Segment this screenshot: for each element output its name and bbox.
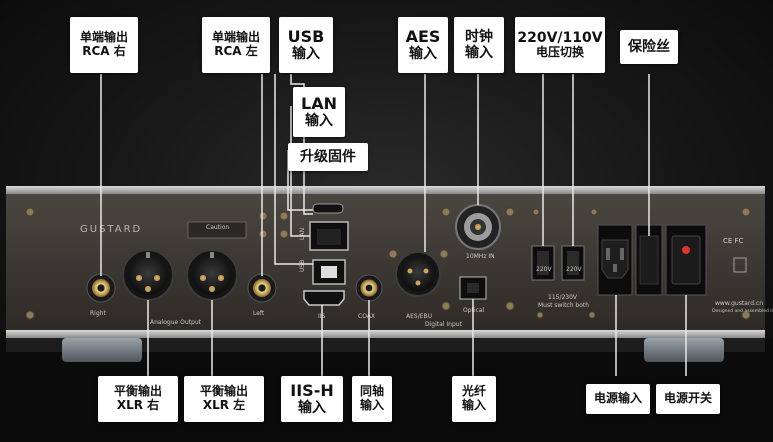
foot-right <box>644 338 724 362</box>
clock-tag: 10MHz IN <box>466 253 495 260</box>
caution-sticker <box>187 221 247 239</box>
label-xlr-left-line2: XLR 左 <box>202 398 246 412</box>
brand-logo: GUSTARD <box>80 224 142 235</box>
leader-lines <box>100 74 687 376</box>
xlr-left-jack <box>186 249 238 301</box>
rca-right-jack <box>86 273 116 303</box>
weee-icon <box>733 257 747 273</box>
top-rail <box>6 186 765 194</box>
clock-bnc-jack <box>455 204 501 250</box>
website-tag: www.gustard.cn <box>715 300 763 307</box>
label-usb: USB 输入 <box>279 17 333 73</box>
label-optical-line1: 光纤 <box>461 384 486 399</box>
label-rca-left-line2: RCA 左 <box>214 44 258 58</box>
label-lan: LAN 输入 <box>293 87 345 137</box>
voltage-switch-left <box>531 245 555 281</box>
power-inlet <box>597 224 633 296</box>
label-usb-line2: 输入 <box>292 46 320 63</box>
label-rca-right-line2: RCA 右 <box>82 44 126 58</box>
label-optical: 光纤 输入 <box>452 376 496 422</box>
label-iis-line1: IIS-H <box>290 380 334 400</box>
label-voltage-line1: 220V/110V <box>517 30 603 47</box>
label-aes: AES 输入 <box>398 17 448 73</box>
label-voltage-line2: 电压切换 <box>535 45 584 60</box>
label-power-in-line1: 电源输入 <box>593 391 642 406</box>
label-firmware-line1: 升级固件 <box>300 148 356 165</box>
lan-tag: LAN <box>299 228 306 240</box>
usb-c-port <box>312 203 344 214</box>
cert-marks: CE FC <box>723 237 744 245</box>
voltage-right-tag: 220V <box>566 266 582 273</box>
label-lan-line2: 输入 <box>305 113 333 130</box>
voltage-left-tag: 220V <box>536 266 552 273</box>
label-iis: IIS-H 输入 <box>281 376 343 422</box>
voltage-switch-right <box>561 245 585 281</box>
aes-tag: AES/EBU <box>406 313 432 320</box>
label-xlr-left: 平衡输出 XLR 左 <box>184 376 264 422</box>
label-power-switch: 电源开关 <box>656 384 720 414</box>
right-tag: Right <box>90 310 106 317</box>
label-coax-line1: 同轴 <box>359 384 384 399</box>
label-clock: 时钟 输入 <box>454 17 504 73</box>
analogue-output-tag: Analogue Output <box>150 319 202 326</box>
xlr-right-jack <box>122 249 174 301</box>
label-iis-line2: 输入 <box>298 400 326 417</box>
coax-jack <box>355 274 383 302</box>
optical-tag: Optical <box>463 307 485 314</box>
digital-input-tag: Digital Input <box>425 321 463 328</box>
label-usb-line1: USB <box>287 26 325 46</box>
label-fuse-line1: 保险丝 <box>628 38 670 55</box>
label-aes-line1: AES <box>405 26 441 46</box>
left-tag: Left <box>253 310 265 317</box>
label-xlr-right: 平衡输出 XLR 右 <box>98 376 178 422</box>
aes-xlr-jack <box>395 251 441 297</box>
label-fuse: 保险丝 <box>620 30 678 64</box>
label-aes-line2: 输入 <box>409 46 437 63</box>
label-lan-line1: LAN <box>301 93 337 113</box>
bottom-rail <box>6 330 765 338</box>
designed-tag: Designed and assembled in China <box>712 308 773 314</box>
label-rca-left-line1: 单端输出 <box>211 30 260 45</box>
label-power-switch-line1: 电源开关 <box>663 391 712 406</box>
label-optical-line2: 输入 <box>461 398 486 412</box>
label-firmware: 升级固件 <box>288 143 368 171</box>
foot-left <box>62 338 142 362</box>
label-power-in: 电源输入 <box>586 384 650 414</box>
label-coax-line2: 输入 <box>359 398 384 412</box>
label-xlr-left-line1: 平衡输出 <box>199 384 248 399</box>
coax-tag: COAX <box>358 313 375 320</box>
power-switch <box>665 224 707 296</box>
must-switch-tag: Must switch both <box>538 302 589 309</box>
screws <box>25 207 751 320</box>
usb-tag: USB <box>299 260 306 272</box>
label-coax: 同轴 输入 <box>352 376 392 422</box>
iis-hdmi-port <box>303 290 345 306</box>
label-rca-right-line1: 单端输出 <box>79 30 128 45</box>
fuse-holder <box>635 224 663 296</box>
rca-left-jack <box>247 273 277 303</box>
voltage-tag: 115/230V <box>548 294 578 301</box>
label-clock-line2: 输入 <box>465 45 493 61</box>
label-rca-right: 单端输出 RCA 右 <box>70 17 138 73</box>
label-xlr-right-line1: 平衡输出 <box>113 384 162 399</box>
caution-text: Caution <box>206 224 229 231</box>
label-xlr-right-line2: XLR 右 <box>116 398 160 412</box>
label-clock-line1: 时钟 <box>465 28 493 45</box>
label-rca-left: 单端输出 RCA 左 <box>202 17 270 73</box>
label-voltage: 220V/110V 电压切换 <box>515 17 605 73</box>
